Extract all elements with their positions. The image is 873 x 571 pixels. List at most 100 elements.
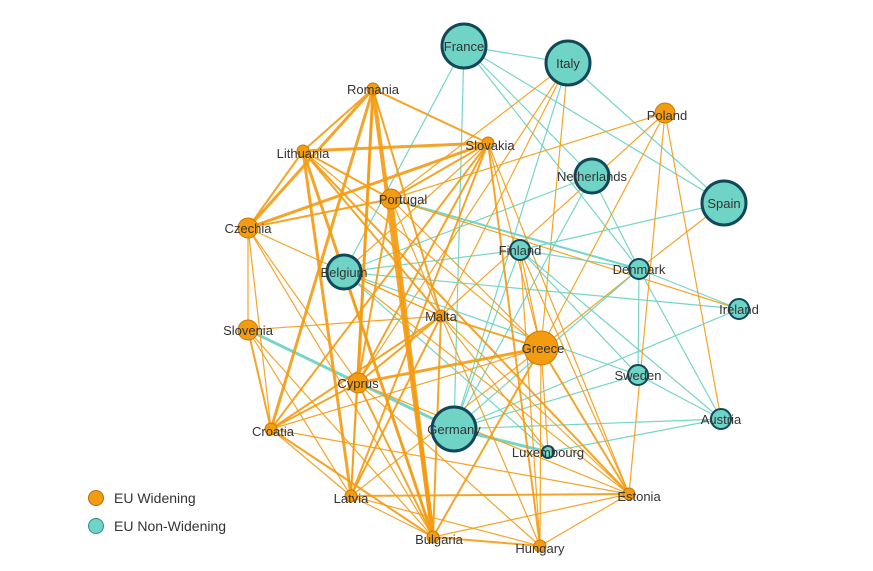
node-czechia (237, 217, 259, 239)
node-label-czechia: Czechia (225, 221, 273, 236)
edge-portugal-cyprus (357, 198, 392, 384)
non-widening-swatch (88, 518, 104, 534)
edge-cyprus-estonia (357, 382, 630, 495)
edge-denmark-austria (638, 268, 722, 420)
node-label-netherlands: Netherlands (557, 169, 628, 184)
edge-malta-hungary (440, 315, 541, 547)
edge-greece-bulgaria (432, 347, 542, 538)
edge-france-belgium (343, 45, 465, 273)
node-romania (366, 82, 380, 96)
node-slovakia (481, 136, 495, 150)
edge-sweden-germany (453, 374, 639, 430)
node-label-belgium: Belgium (321, 265, 368, 280)
edge-spain-finland (519, 202, 725, 251)
node-label-portugal: Portugal (379, 192, 428, 207)
edge-slovakia-lithuania (301, 141, 490, 153)
edge-portugal-czechia (247, 198, 392, 229)
edge-denmark-greece (540, 268, 640, 349)
edge-portugal-denmark (390, 198, 640, 270)
edge-italy-portugal (390, 62, 569, 200)
node-lithuania (296, 144, 310, 158)
node-label-romania: Romania (347, 82, 400, 97)
node-bulgaria (426, 530, 440, 544)
edge-slovenia-bulgaria (247, 329, 434, 538)
node-label-italy: Italy (556, 56, 580, 71)
edge-romania-lithuania (302, 88, 374, 152)
node-label-latvia: Latvia (334, 491, 369, 506)
edge-germany-ireland (453, 308, 740, 430)
edge-lithuania-portugal (302, 150, 392, 200)
edge-france-spain (463, 45, 725, 204)
edge-greece-cyprus (356, 346, 543, 385)
edge-romania-slovakia (372, 88, 489, 144)
node-label-malta: Malta (425, 309, 458, 324)
node-portugal (380, 188, 402, 210)
edge-croatia-estonia (270, 428, 630, 495)
edge-france-denmark (463, 45, 640, 270)
node-label-spain: Spain (707, 196, 740, 211)
node-malta (434, 309, 448, 323)
edge-lithuania-czechia (247, 150, 304, 229)
edge-lithuania-malta (302, 150, 442, 317)
node-ireland (728, 298, 750, 320)
edge-poland-estonia (628, 112, 666, 495)
node-label-france: France (444, 39, 484, 54)
edge-latvia-estonia (350, 493, 630, 497)
node-denmark (628, 258, 650, 280)
edge-denmark-ireland (638, 268, 740, 310)
edge-malta-croatia (270, 315, 442, 430)
edge-slovakia-estonia (487, 142, 630, 495)
edge-greece-estonia (540, 347, 630, 495)
edge-italy-spain (567, 62, 725, 204)
edge-poland-greece (540, 112, 666, 349)
edge-cyprus-hungary (357, 382, 541, 547)
edge-latvia-hungary (350, 495, 541, 547)
edge-finland-austria (519, 249, 722, 420)
node-sweden (627, 364, 649, 386)
edge-latvia-bulgaria (350, 495, 434, 538)
node-belgium (325, 253, 363, 291)
node-label-lithuania: Lithuania (277, 146, 331, 161)
edge-portugal-bulgaria (388, 196, 436, 540)
legend-item-widening: EU Widening (88, 484, 226, 512)
edge-greece-croatia (270, 347, 542, 430)
edge-croatia-bulgaria (270, 428, 434, 538)
edge-romania-malta (372, 88, 442, 317)
edge-denmark-sweden (637, 268, 640, 376)
legend-label-widening: EU Widening (114, 490, 196, 506)
node-greece (523, 330, 559, 366)
node-estonia (622, 487, 636, 501)
edge-slovakia-belgium (343, 142, 489, 273)
edge-netherlands-belgium (343, 175, 593, 273)
node-luxembourg (541, 445, 555, 459)
widening-swatch (88, 490, 104, 506)
node-label-croatia: Croatia (252, 424, 295, 439)
edge-sweden-austria (637, 374, 722, 420)
node-label-germany: Germany (427, 422, 481, 437)
node-label-luxembourg: Luxembourg (512, 445, 584, 460)
edge-italy-greece (540, 62, 569, 349)
edge-portugal-greece (390, 198, 542, 349)
edge-poland-portugal (390, 112, 666, 200)
edge-czechia-croatia (247, 227, 272, 430)
edge-estonia-bulgaria (432, 493, 630, 538)
node-italy (544, 39, 592, 87)
edge-portugal-ireland (390, 198, 740, 310)
node-label-ireland: Ireland (719, 302, 759, 317)
edge-malta-cyprus (357, 315, 442, 384)
edge-layer (246, 45, 740, 547)
node-austria (710, 408, 732, 430)
edge-lithuania-estonia (302, 150, 630, 495)
edge-belgium-estonia (343, 271, 630, 495)
node-label-poland: Poland (647, 108, 687, 123)
edge-lithuania-latvia (301, 149, 353, 498)
edge-italy-cyprus (357, 62, 569, 384)
edge-bulgaria-hungary (432, 536, 541, 547)
node-label-bulgaria: Bulgaria (415, 532, 463, 547)
edge-estonia-hungary (539, 493, 630, 547)
node-croatia (264, 422, 278, 436)
edge-cyprus-latvia (350, 382, 359, 497)
edge-belgium-bulgaria (343, 271, 434, 538)
